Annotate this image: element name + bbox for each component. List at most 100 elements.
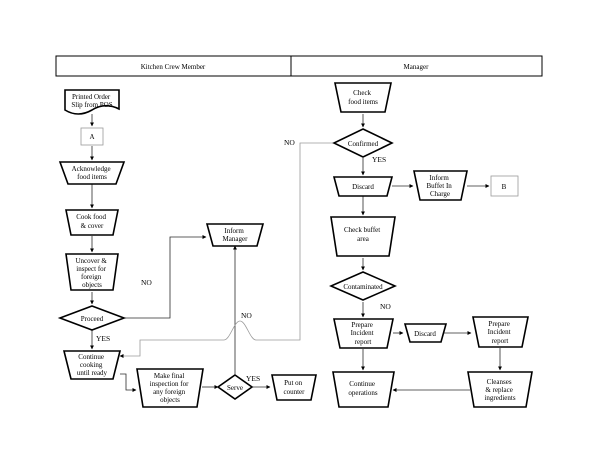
- cook-line-2: & cover: [81, 222, 104, 230]
- prepare-incident-right-line-1: Prepare: [488, 320, 509, 328]
- node-put-on-counter: Put on counter: [271, 374, 317, 401]
- node-inform-manager: Inform Manager: [205, 223, 265, 247]
- node-proceed-decision: Proceed: [57, 305, 127, 331]
- label-proceed-no: NO: [141, 278, 152, 287]
- label-crossing-no: NO: [241, 311, 252, 320]
- inspection-line-2: inspection for: [150, 380, 189, 388]
- printed-order-line-1: Printed Order: [72, 93, 111, 101]
- svg-text:Continue operations: Continue operations: [348, 380, 377, 397]
- inform-buffet-line-1: Inform: [429, 174, 449, 182]
- prepare-incident-line-3: report: [355, 338, 372, 346]
- node-discard-top: Discard: [332, 176, 394, 197]
- inspection-line-4: objects: [160, 396, 180, 404]
- connector-b-label: B: [502, 183, 507, 191]
- label-confirmed-no: NO: [284, 138, 295, 147]
- acknowledge-line-2: food items: [77, 173, 107, 181]
- node-serve-decision: Serve: [216, 374, 254, 400]
- edge-labels: NO YES NO YES NO YES NO: [96, 138, 391, 383]
- lane-title-kitchen-crew: Kitchen Crew Member: [141, 63, 206, 71]
- node-prepare-incident-report-right: Prepare Incident report: [472, 316, 529, 348]
- node-final-inspection: Make final inspection for any foreign ob…: [136, 368, 204, 408]
- node-uncover-inspect: Uncover & inspect for foreign objects: [65, 253, 119, 291]
- connector-lines: [90, 114, 502, 392]
- check-food-line-1: Check: [353, 89, 371, 97]
- contaminated-label: Contaminated: [343, 283, 383, 291]
- label-serve-yes: YES: [246, 374, 260, 383]
- svg-text:Prepare Incident r: Prepare Incident report: [351, 321, 376, 346]
- svg-text:Check buffet area: Check buffet area: [344, 226, 382, 243]
- proceed-label: Proceed: [81, 315, 104, 323]
- node-check-buffet-area: Check buffet area: [330, 216, 396, 257]
- svg-text:Cleanses & replace: Cleanses & replace ingredients: [484, 378, 515, 402]
- counter-line-1: Put on: [284, 379, 303, 387]
- node-confirmed-decision: Confirmed: [332, 128, 394, 158]
- cook-line-1: Cook food: [76, 213, 106, 221]
- acknowledge-line-1: Acknowledge: [72, 165, 111, 173]
- discard-top-label: Discard: [352, 183, 374, 191]
- inform-buffet-line-2: Buffet In: [426, 182, 452, 190]
- lane-title-manager: Manager: [404, 63, 430, 71]
- swimlane-header: Kitchen Crew Member Manager: [55, 55, 543, 77]
- uncover-line-4: objects: [82, 281, 102, 289]
- node-cook-food: Cook food & cover: [65, 209, 119, 236]
- continue-cooking-line-3: until ready: [77, 369, 108, 377]
- node-cleanse-replace: Cleanses & replace ingredients: [467, 371, 533, 408]
- svg-text:Continue cooking u: Continue cooking until ready: [77, 353, 108, 377]
- discard-mid-label: Discard: [414, 330, 436, 338]
- inform-manager-line-2: Manager: [223, 235, 249, 243]
- continue-operations-line-2: operations: [348, 389, 377, 397]
- continue-operations-line-1: Continue: [349, 380, 375, 388]
- svg-text:Inform Buffet In C: Inform Buffet In Charge: [426, 174, 453, 198]
- inspection-line-3: any foreign: [153, 388, 186, 396]
- node-connector-a: A: [80, 127, 104, 146]
- check-food-line-2: food items: [348, 98, 378, 106]
- svg-text:Prepare Incident r: Prepare Incident report: [488, 320, 513, 345]
- node-continue-cooking: Continue cooking until ready: [62, 350, 122, 380]
- node-prepare-incident-report: Prepare Incident report: [333, 318, 394, 349]
- prepare-incident-right-line-3: report: [492, 337, 509, 345]
- edge-continue-cooking-to-inspection: [120, 373, 137, 392]
- node-check-food-items: Check food items: [334, 82, 392, 113]
- edge-proceed-no-to-inform-manager: [124, 235, 207, 319]
- svg-text:Check food items: Check food items: [348, 89, 378, 106]
- label-contaminated-no: NO: [380, 302, 391, 311]
- inform-manager-line-1: Inform: [224, 227, 244, 235]
- check-buffet-line-1: Check buffet: [344, 226, 380, 234]
- cleanse-line-3: ingredients: [484, 394, 515, 402]
- svg-text:Cook food & cover: Cook food & cover: [76, 213, 108, 230]
- node-acknowledge-food-items: Acknowledge food items: [58, 161, 126, 185]
- edge-confirmed-no-to-continue-cooking: [119, 142, 334, 358]
- svg-text:Acknowledge food items: Acknowledge food items: [72, 165, 113, 181]
- svg-text:Put on counter: Put on counter: [284, 379, 306, 396]
- uncover-line-3: foreign: [81, 273, 102, 281]
- label-confirmed-yes: YES: [372, 155, 386, 164]
- prepare-incident-line-2: Incident: [351, 329, 374, 337]
- connector-a-label: A: [89, 133, 94, 141]
- node-contaminated-decision: Contaminated: [329, 271, 397, 301]
- prepare-incident-right-line-2: Incident: [488, 328, 511, 336]
- node-connector-b: B: [490, 175, 519, 197]
- continue-cooking-line-2: cooking: [80, 361, 103, 369]
- svg-text:Inform Manager: Inform Manager: [223, 227, 249, 243]
- confirmed-label: Confirmed: [348, 140, 379, 148]
- node-inform-buffet: Inform Buffet In Charge: [413, 170, 468, 201]
- svg-text:Printed Order Slip from: Printed Order Slip from POS: [71, 93, 112, 109]
- cleanse-line-2: & replace: [485, 386, 512, 394]
- node-continue-operations: Continue operations: [332, 371, 395, 408]
- node-printed-order-slip: Printed Order Slip from POS: [64, 89, 120, 115]
- uncover-line-1: Uncover &: [75, 257, 107, 265]
- svg-text:Make final inspection fo: Make final inspection for any foreign ob…: [150, 372, 190, 404]
- node-discard-mid: Discard: [403, 323, 448, 343]
- label-proceed-yes: YES: [96, 334, 110, 343]
- cleanse-line-1: Cleanses: [487, 378, 512, 386]
- inform-buffet-line-3: Charge: [430, 190, 450, 198]
- inspection-line-1: Make final: [154, 372, 185, 380]
- uncover-line-2: inspect for: [76, 265, 106, 273]
- svg-text:Uncover & inspect for: Uncover & inspect for foreign objects: [75, 257, 108, 289]
- prepare-incident-line-1: Prepare: [351, 321, 372, 329]
- serve-label: Serve: [227, 384, 243, 392]
- counter-line-2: counter: [284, 388, 306, 396]
- check-buffet-line-2: area: [357, 235, 370, 243]
- printed-order-line-2: Slip from POS: [71, 101, 112, 109]
